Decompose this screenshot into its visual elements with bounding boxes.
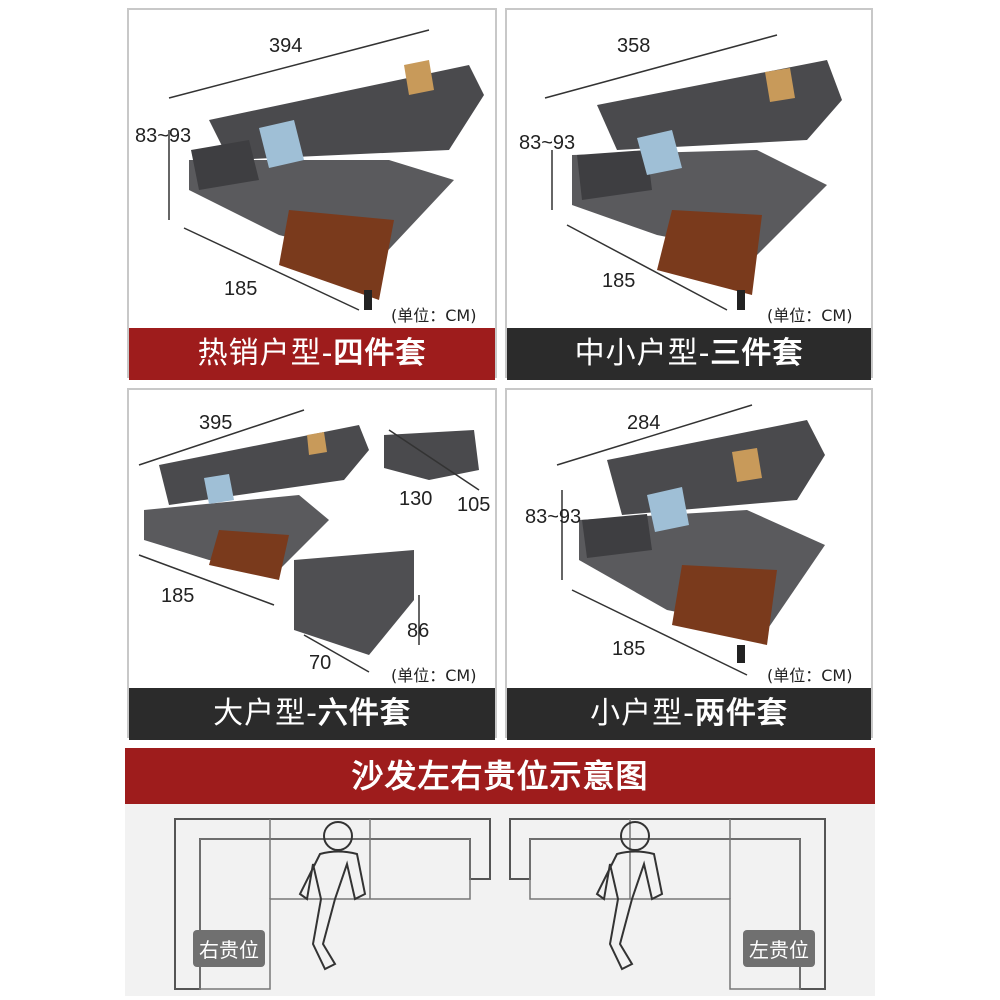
dim-height: 83~93 [135,125,192,147]
panel-four-piece: 394 83~93 185 (单位：CM) 热销户型-四件套 [127,8,497,380]
left-seat-diagram [509,818,826,990]
dim-ottoman-width: 70 [309,652,332,674]
panel-title-banner: 热销户型-四件套 [129,328,495,380]
panel-title-prefix: 大户型- [213,696,318,731]
sofa-illustration-three-piece [544,34,842,311]
dim-height: 83~93 [519,132,576,154]
panel-title-bold: 六件套 [317,696,411,731]
sofa-illustration-two-piece [556,404,825,676]
orientation-title: 沙发左右贵位示意图 [351,757,649,795]
dim-top-length: 284 [627,412,661,434]
right-seat-label: 右贵位 [193,930,265,967]
seated-person-figure [595,821,664,971]
dim-top-length: 394 [269,35,303,57]
left-seat-label: 左贵位 [743,930,815,967]
orientation-diagram-area: 右贵位 左贵位 [125,804,875,996]
panel-three-piece: 358 83~93 185 (单位：CM) 中小户型-三件套 [505,8,873,380]
dim-top-length: 395 [199,412,233,434]
dim-chaise-length: 185 [612,638,646,660]
unit-label: (单位：CM) [391,666,477,685]
panel-title-prefix: 热销户型- [197,336,334,371]
dim-ottoman-depth: 86 [407,620,430,642]
unit-label: (单位：CM) [391,306,477,325]
seated-person-figure [298,821,367,971]
panel-title-banner: 大户型-六件套 [129,688,495,740]
unit-label: (单位：CM) [767,666,853,685]
unit-label: (单位：CM) [767,306,853,325]
panel-title-bold: 四件套 [333,336,427,371]
panel-two-piece: 284 83~93 185 (单位：CM) 小户型-两件套 [505,388,873,740]
dim-chaise-length: 185 [224,278,258,300]
dim-top-length: 358 [617,35,651,57]
panel-title-banner: 中小户型-三件套 [507,328,871,380]
dim-chair-depth: 105 [457,494,491,516]
panel-title-prefix: 小户型- [590,696,695,731]
sofa-illustration-four-piece [168,29,484,311]
panel-title-bold: 三件套 [710,336,804,371]
dim-height: 83~93 [525,506,582,528]
orientation-title-banner: 沙发左右贵位示意图 [125,748,875,804]
right-seat-diagram [174,818,491,990]
dim-chaise-length: 185 [602,270,636,292]
panel-title-banner: 小户型-两件套 [507,688,871,740]
sofa-illustration-six-piece [138,409,480,673]
panel-title-bold: 两件套 [694,696,788,731]
dim-chair-width: 130 [399,488,433,510]
panel-title-prefix: 中小户型- [574,336,711,371]
panel-six-piece: 395 130 105 185 86 70 (单位：CM) 大户型-六件套 [127,388,497,740]
dim-chaise-length: 185 [161,585,195,607]
